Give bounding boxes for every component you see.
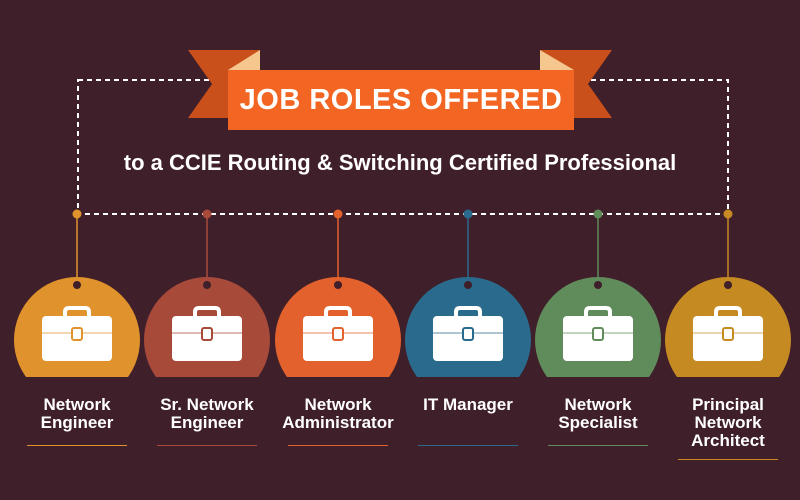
pin-hole xyxy=(334,281,342,289)
briefcase-clasp xyxy=(332,327,344,341)
role-label: IT Manager xyxy=(406,396,530,414)
role-node xyxy=(275,209,401,377)
role-label-line: Principal xyxy=(692,395,764,414)
role-node xyxy=(535,209,661,377)
briefcase-handle xyxy=(193,306,221,322)
briefcase-icon xyxy=(693,306,763,361)
briefcase-handle xyxy=(714,306,742,322)
briefcase-icon xyxy=(42,306,112,361)
role-node xyxy=(405,209,531,377)
role-label-line: IT Manager xyxy=(423,395,513,414)
briefcase-icon xyxy=(563,306,633,361)
ribbon-fold-left xyxy=(228,50,260,70)
pin-hole xyxy=(724,281,732,289)
role-label-line: Administrator xyxy=(282,413,394,432)
role-underline xyxy=(418,445,518,446)
briefcase-icon xyxy=(172,306,242,361)
briefcase-handle xyxy=(63,306,91,322)
role-node xyxy=(144,209,270,377)
role-label-line: Specialist xyxy=(558,413,638,432)
briefcase-handle xyxy=(324,306,352,322)
connector-dot xyxy=(723,209,733,219)
ribbon-fold-right xyxy=(540,50,574,70)
pin-hole xyxy=(203,281,211,289)
briefcase-clasp xyxy=(71,327,83,341)
role-label-line: Sr. Network xyxy=(160,395,254,414)
connector-dot xyxy=(333,209,343,219)
page-title: JOB ROLES OFFERED xyxy=(239,83,563,116)
role-underline xyxy=(548,445,648,446)
role-label-line: Network xyxy=(694,413,762,432)
briefcase-icon xyxy=(433,306,503,361)
role-label-line: Network xyxy=(564,395,632,414)
role-underline xyxy=(157,445,257,446)
connector-dot xyxy=(202,209,212,219)
briefcase-handle xyxy=(454,306,482,322)
role-node xyxy=(665,209,791,377)
role-label-line: Engineer xyxy=(170,413,244,432)
page-subtitle: to a CCIE Routing & Switching Certified … xyxy=(123,150,677,175)
role-underline xyxy=(27,445,127,446)
role-label-line: Network xyxy=(304,395,372,414)
briefcase-clasp xyxy=(592,327,604,341)
briefcase-clasp xyxy=(722,327,734,341)
briefcase-clasp xyxy=(462,327,474,341)
briefcase-icon xyxy=(303,306,373,361)
briefcase-clasp xyxy=(201,327,213,341)
role-label-line: Engineer xyxy=(40,413,114,432)
title-ribbon xyxy=(228,70,574,130)
connector-dot xyxy=(72,209,82,219)
role-underline xyxy=(288,445,388,446)
role-underline xyxy=(678,459,778,460)
role-label-line: Architect xyxy=(691,431,765,450)
connector-dot xyxy=(463,209,473,219)
pin-hole xyxy=(594,281,602,289)
role-label-line: Network xyxy=(43,395,111,414)
pin-hole xyxy=(464,281,472,289)
role-node xyxy=(14,209,140,377)
connector-dot xyxy=(593,209,603,219)
briefcase-handle xyxy=(584,306,612,322)
pin-hole xyxy=(73,281,81,289)
